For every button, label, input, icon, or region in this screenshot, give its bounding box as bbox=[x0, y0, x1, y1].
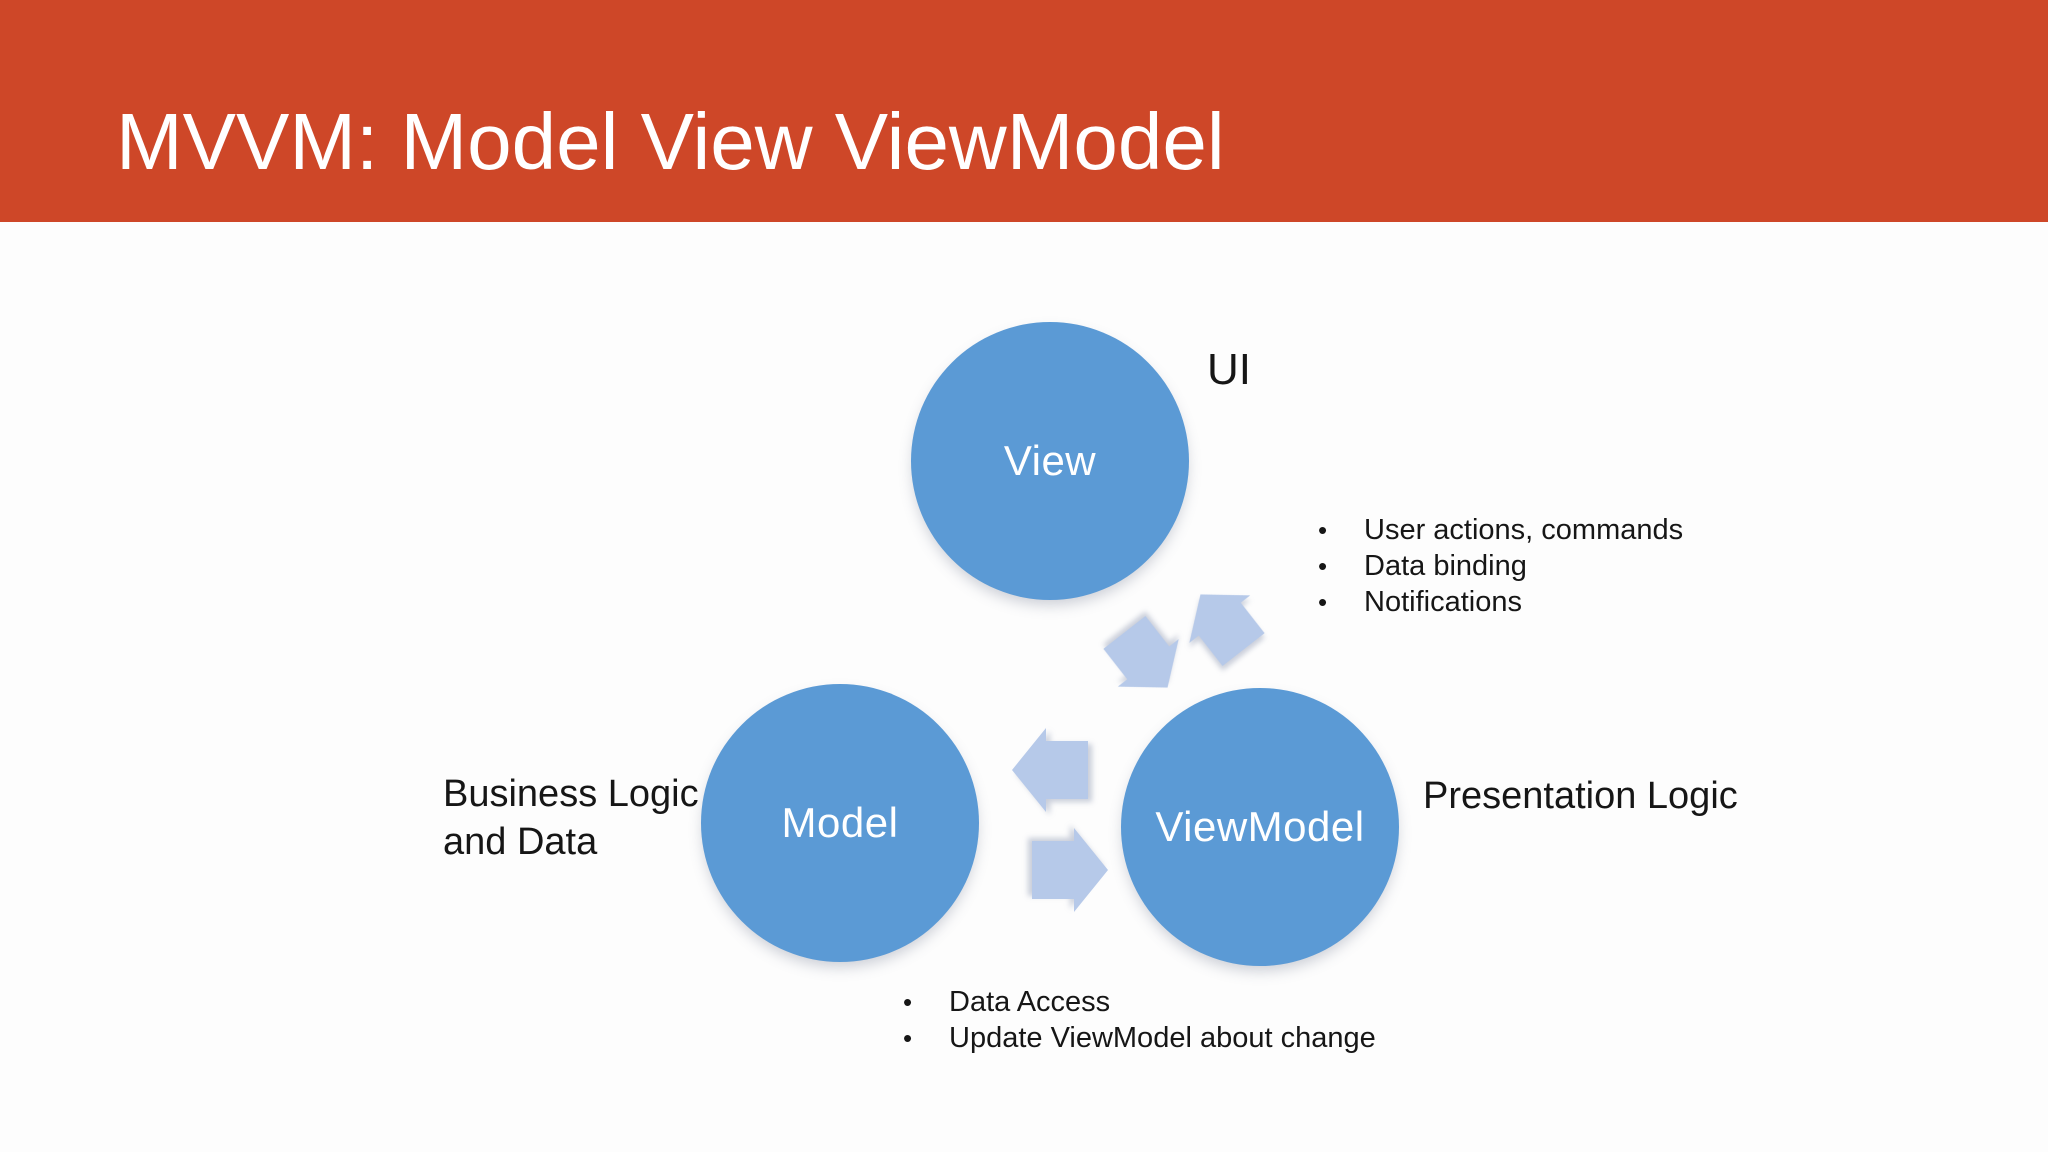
business-logic-annotation: Business Logic and Data bbox=[443, 770, 699, 866]
bullet-icon: • bbox=[1318, 587, 1328, 617]
arrow-viewmodel-to-model bbox=[1012, 728, 1088, 812]
presentation-logic-annotation: Presentation Logic bbox=[1423, 775, 1738, 817]
business-logic-line1: Business Logic bbox=[443, 773, 699, 815]
arrow-view-to-viewmodel bbox=[1103, 616, 1179, 688]
arrow-viewmodel-to-view bbox=[1189, 594, 1265, 666]
bullet-icon: • bbox=[903, 1023, 913, 1053]
bullet-icon: • bbox=[903, 987, 913, 1017]
node-model: Model bbox=[701, 684, 979, 962]
node-viewmodel-label: ViewModel bbox=[1155, 803, 1365, 850]
list-item: • Data binding bbox=[1318, 548, 1683, 584]
node-view: View bbox=[911, 322, 1189, 600]
node-model-label: Model bbox=[781, 799, 899, 846]
bullet-icon: • bbox=[1318, 551, 1328, 581]
note-text: Data Access bbox=[949, 986, 1111, 1018]
model-viewmodel-notes: • Data Access • Update ViewModel about c… bbox=[903, 984, 1376, 1056]
bullet-icon: • bbox=[1318, 515, 1328, 545]
view-viewmodel-notes: • User actions, commands • Data binding … bbox=[1318, 512, 1683, 620]
node-view-label: View bbox=[1003, 437, 1097, 484]
list-item: • Update ViewModel about change bbox=[903, 1020, 1376, 1056]
business-logic-line2: and Data bbox=[443, 821, 598, 863]
ui-annotation: UI bbox=[1207, 345, 1251, 394]
arrow-model-to-viewmodel bbox=[1032, 828, 1108, 912]
note-text: User actions, commands bbox=[1364, 514, 1684, 546]
note-text: Update ViewModel about change bbox=[949, 1022, 1376, 1054]
list-item: • User actions, commands bbox=[1318, 512, 1683, 548]
list-item: • Data Access bbox=[903, 984, 1376, 1020]
list-item: • Notifications bbox=[1318, 584, 1683, 620]
slide-title: MVVM: Model View ViewModel bbox=[116, 97, 1225, 186]
note-text: Notifications bbox=[1364, 586, 1522, 618]
note-text: Data binding bbox=[1364, 550, 1527, 582]
node-viewmodel: ViewModel bbox=[1121, 688, 1399, 966]
header-band: MVVM: Model View ViewModel bbox=[0, 0, 2048, 222]
